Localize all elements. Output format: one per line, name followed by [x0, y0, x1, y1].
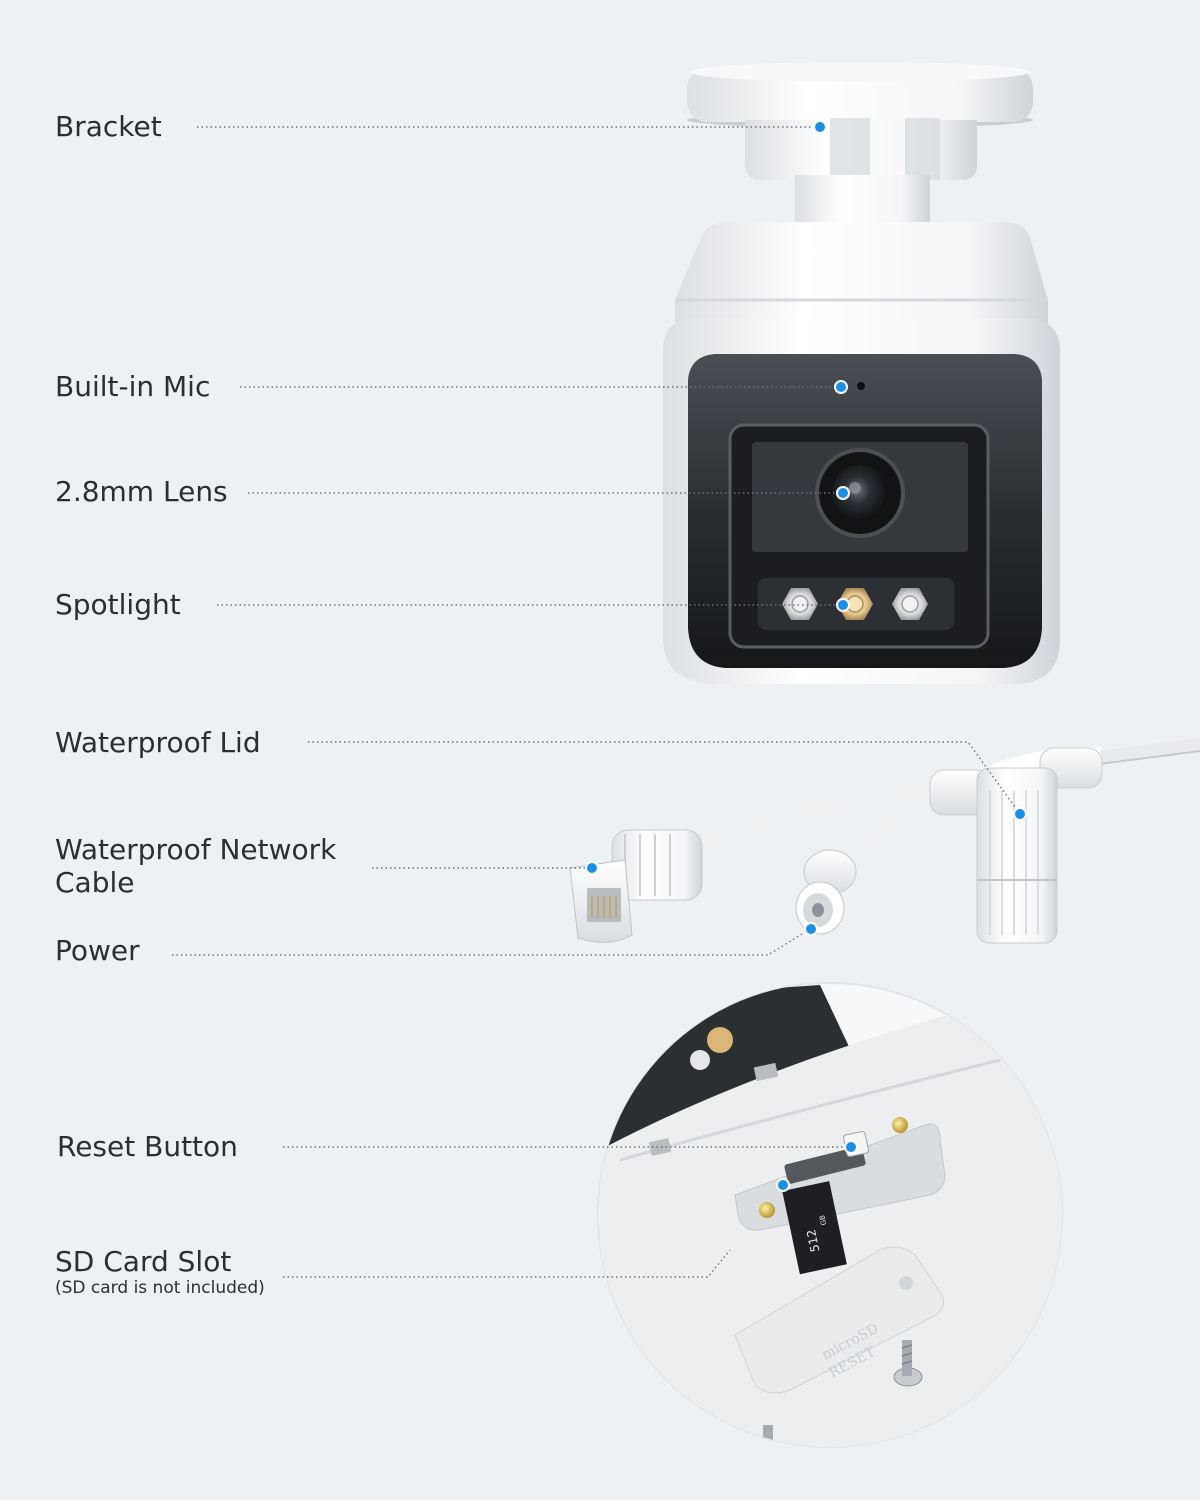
led-left — [782, 588, 818, 620]
camera-body — [663, 62, 1060, 684]
dot-spotlight — [836, 598, 850, 612]
leader-power — [172, 928, 811, 956]
dot-cable — [585, 861, 599, 875]
screw — [763, 1340, 923, 1447]
sd-card: 512 GB — [782, 1181, 847, 1275]
led-right — [892, 588, 928, 620]
sd-card-unit: GB — [818, 1214, 828, 1226]
label-built-in-mic: Built-in Mic — [55, 370, 211, 403]
dot-mic — [834, 380, 848, 394]
sd-card-slot-note: (SD card is not included) — [55, 1278, 265, 1298]
leader-lid — [308, 741, 1021, 815]
label-waterproof-lid: Waterproof Lid — [55, 726, 261, 759]
label-sd-card-slot: SD Card Slot (SD card is not included) — [55, 1245, 265, 1298]
closeup-underside: 512 GB microSD RESET — [600, 985, 1062, 1447]
label-reset-button: Reset Button — [57, 1130, 238, 1163]
dot-power — [804, 922, 818, 936]
sd-card-capacity: 512 — [804, 1228, 822, 1253]
dot-bracket — [813, 120, 827, 134]
dot-reset — [844, 1140, 858, 1154]
leader-lines — [172, 126, 1021, 1278]
label-network-cable: Waterproof Network Cable — [55, 833, 337, 899]
sd-card-slot-title: SD Card Slot — [55, 1245, 232, 1278]
dot-lens — [836, 486, 850, 500]
dot-lid — [1013, 807, 1027, 821]
label-power: Power — [55, 934, 140, 967]
label-spotlight: Spotlight — [55, 588, 181, 621]
led-center — [837, 588, 873, 620]
cable-assembly — [569, 738, 1200, 944]
label-lens: 2.8mm Lens — [55, 475, 228, 508]
label-bracket: Bracket — [55, 110, 162, 143]
dot-sd — [776, 1178, 790, 1192]
